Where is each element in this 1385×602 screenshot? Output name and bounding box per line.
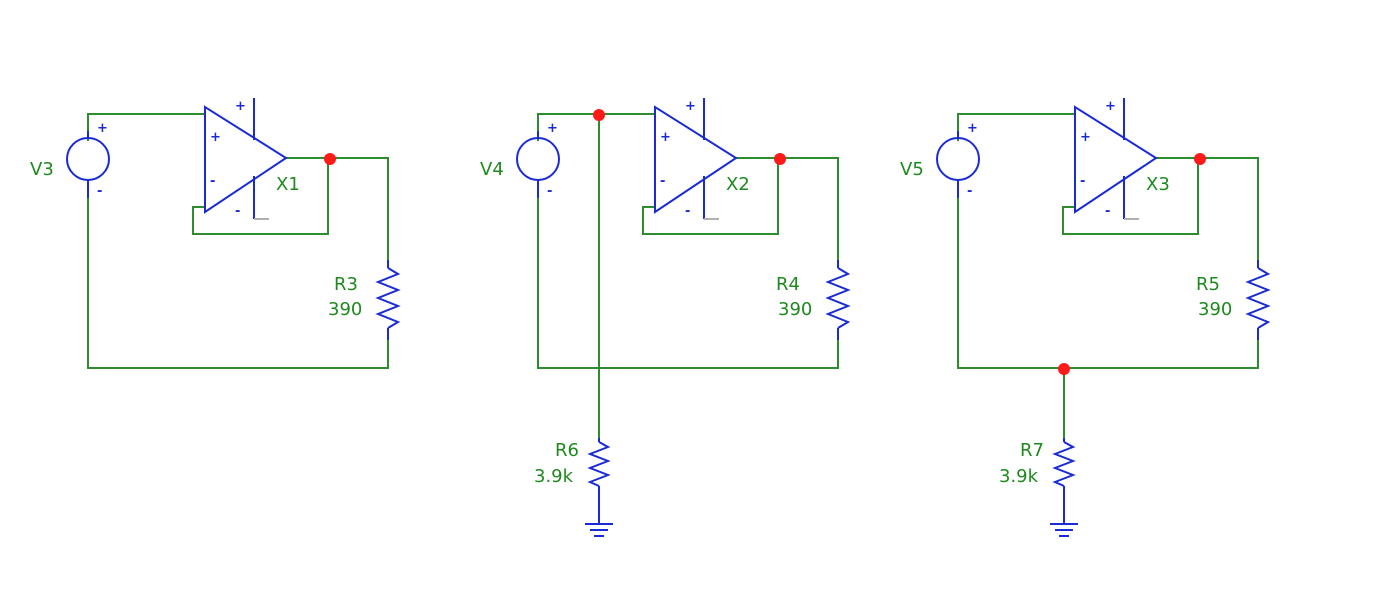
input-minus-sign: - — [660, 174, 665, 189]
opamp-label: X2 — [726, 174, 750, 195]
supply-minus-sign: - — [235, 204, 240, 219]
ground-node — [1058, 363, 1070, 375]
wires — [537, 113, 839, 439]
load-resistor-value: 390 — [778, 299, 812, 320]
ground-symbol — [1050, 523, 1078, 537]
circuit-2: + - + - + - V4 X — [480, 98, 851, 537]
load-resistor-name: R5 — [1196, 274, 1220, 295]
source-minus-sign: - — [967, 184, 972, 199]
source-minus-sign: - — [97, 184, 102, 199]
load-resistor-symbol[interactable] — [1245, 260, 1271, 340]
circuit-3: + - + - + - V5 X — [900, 98, 1271, 537]
input-node — [593, 109, 605, 121]
supply-plus-sign: + — [235, 99, 246, 114]
input-minus-sign: - — [210, 174, 215, 189]
ground-resistor-value: 3.9k — [534, 466, 574, 487]
opamp-label: X1 — [276, 174, 300, 195]
input-minus-sign: - — [1080, 174, 1085, 189]
output-node — [324, 153, 336, 165]
supply-minus-sign: - — [1105, 204, 1110, 219]
ground-resistor-symbol[interactable] — [587, 438, 611, 524]
ground-resistor-value: 3.9k — [999, 466, 1039, 487]
source-label: V5 — [900, 159, 924, 180]
voltage-source-symbol[interactable]: + - — [516, 121, 560, 199]
supply-plus-sign: + — [685, 99, 696, 114]
input-plus-sign: + — [1080, 130, 1091, 145]
ground-resistor-name: R7 — [1020, 440, 1044, 461]
circuit-1: + - + - + - V3 X1 R3 390 — [30, 98, 401, 369]
ground-symbol — [585, 523, 613, 537]
load-resistor-name: R4 — [776, 274, 800, 295]
ground-resistor-name: R6 — [555, 440, 579, 461]
input-plus-sign: + — [660, 130, 671, 145]
source-plus-sign: + — [547, 121, 558, 136]
input-plus-sign: + — [210, 130, 221, 145]
source-label: V3 — [30, 159, 54, 180]
output-node — [774, 153, 786, 165]
load-resistor-value: 390 — [1198, 299, 1232, 320]
opamp-symbol[interactable]: + - + - — [204, 98, 288, 220]
supply-minus-sign: - — [685, 204, 690, 219]
opamp-label: X3 — [1146, 174, 1170, 195]
source-plus-sign: + — [97, 121, 108, 136]
supply-plus-sign: + — [1105, 99, 1116, 114]
opamp-symbol[interactable]: + - + - — [1074, 98, 1158, 220]
opamp-symbol[interactable]: + - + - — [654, 98, 738, 220]
load-resistor-name: R3 — [334, 274, 358, 295]
source-label: V4 — [480, 159, 504, 180]
load-resistor-symbol[interactable] — [825, 260, 851, 340]
wires — [87, 113, 389, 369]
load-resistor-value: 390 — [328, 299, 362, 320]
wires — [957, 113, 1259, 439]
source-minus-sign: - — [547, 184, 552, 199]
ground-resistor-symbol[interactable] — [1052, 438, 1076, 524]
voltage-source-symbol[interactable]: + - — [66, 121, 110, 199]
voltage-source-symbol[interactable]: + - — [936, 121, 980, 199]
load-resistor-symbol[interactable] — [375, 260, 401, 340]
output-node — [1194, 153, 1206, 165]
source-plus-sign: + — [967, 121, 978, 136]
